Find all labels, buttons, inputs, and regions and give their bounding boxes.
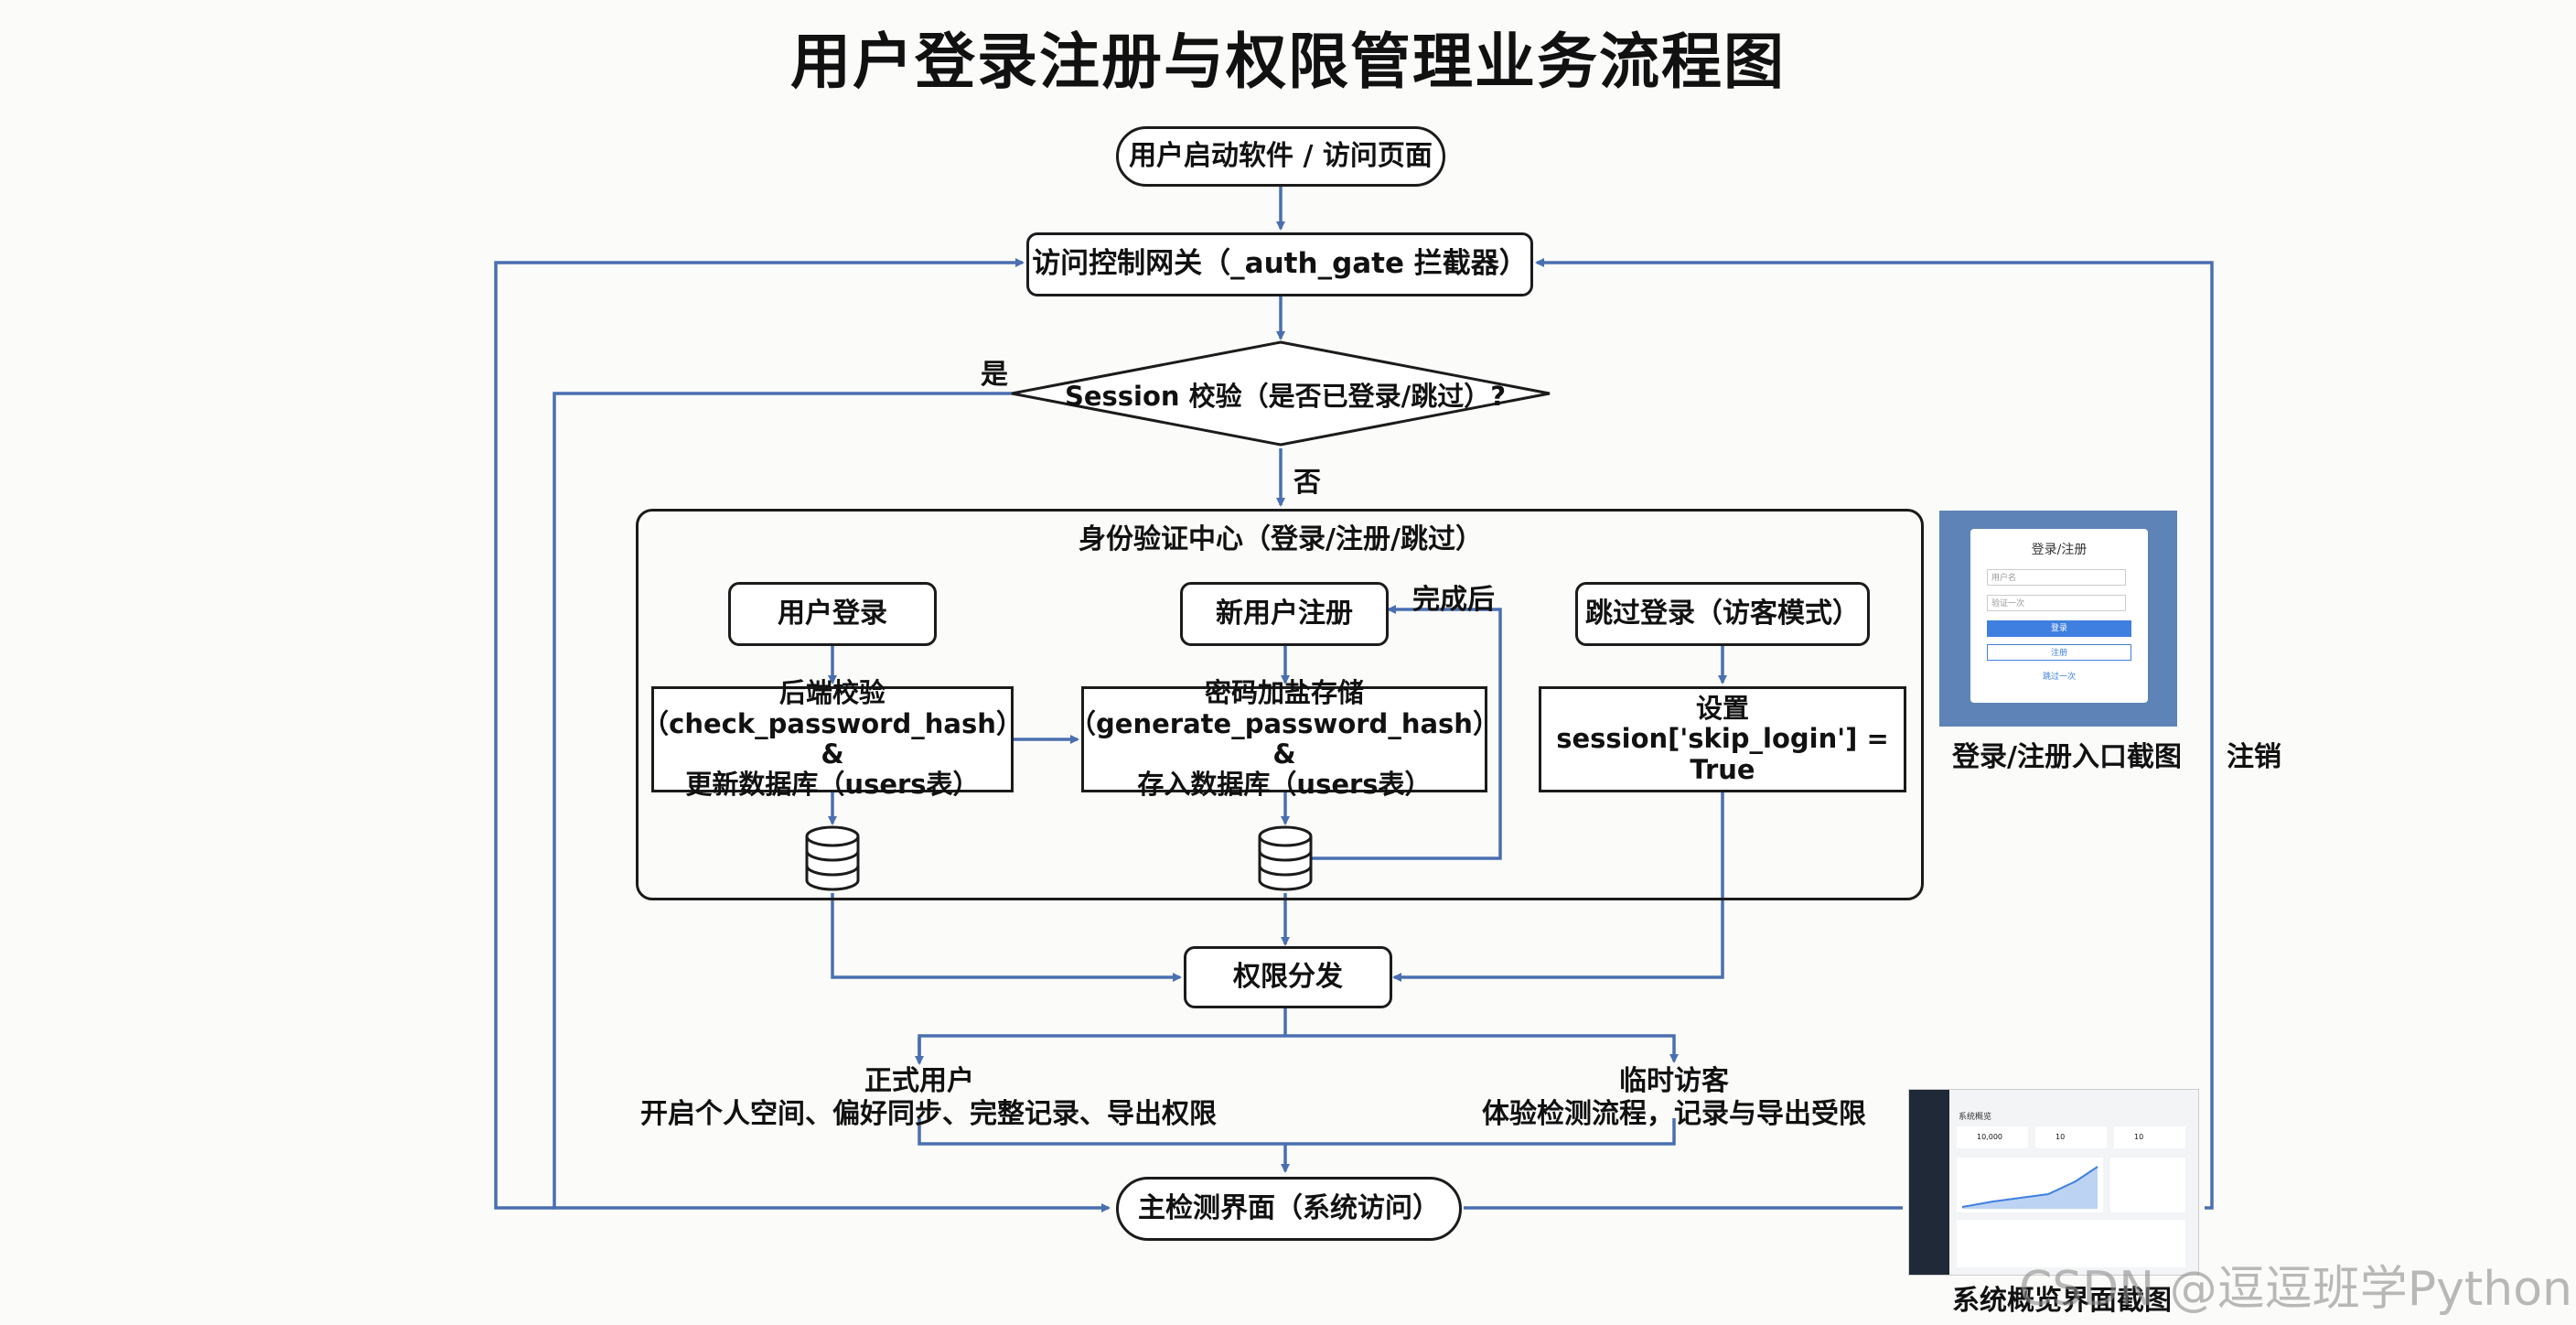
overview-stat-card: 10 [2114, 1126, 2185, 1148]
backend-verify-line2: （check_password_hash）& [642, 707, 1023, 770]
set-session-line2: session['skip_login'] = True [1556, 723, 1889, 785]
login-password-field: 验证一次 [1987, 595, 2126, 611]
main-ui-node: 主检测界面（系统访问） [1116, 1177, 1462, 1241]
stat-value: 10,000 [1977, 1133, 2002, 1141]
login-username-field: 用户名 [1987, 569, 2126, 586]
stat-value: 10 [2134, 1133, 2144, 1141]
stat-value: 10 [2055, 1133, 2066, 1141]
login-submit-button: 登录 [1987, 620, 2131, 637]
overview-side-panel [2110, 1158, 2185, 1212]
skip-node: 跳过登录（访客模式） [1575, 582, 1870, 646]
session-check-label: Session 校验（是否已登录/跳过）? [1064, 381, 1507, 412]
session-check-diamond [1011, 340, 1551, 447]
password-store-line3: 存入数据库（users表） [1137, 769, 1432, 801]
set-session-node: 设置 session['skip_login'] = True [1539, 686, 1906, 792]
password-store-line2: （generate_password_hash）& [1069, 707, 1499, 770]
overview-stat-card: 10,000 [1957, 1126, 2028, 1148]
register-node: 新用户注册 [1180, 582, 1389, 646]
password-store-line1: 密码加盐存储 [1204, 677, 1364, 709]
permission-node: 权限分发 [1184, 946, 1392, 1008]
database-icon [1258, 825, 1313, 891]
password-store-node: 密码加盐存储 （generate_password_hash）& 存入数据库（u… [1069, 677, 1499, 800]
login-node: 用户登录 [728, 582, 937, 646]
overview-table [1957, 1220, 2185, 1267]
overview-screenshot-caption: 系统概览界面截图 [1952, 1285, 2172, 1317]
login-screenshot: 登录/注册 用户名 验证一次 登录 注册 跳过一次 [1939, 511, 2177, 727]
yes-label: 是 [981, 359, 1008, 391]
temp-visitor-title: 临时访客 [1619, 1065, 1729, 1097]
formal-user-branch: 正式用户 开启个人空间、偏好同步、完整记录、导出权限 [640, 1065, 1217, 1131]
start-node: 用户启动软件 / 访问页面 [1116, 126, 1445, 187]
temp-visitor-desc: 体验检测流程，记录与导出受限 [1482, 1098, 1866, 1130]
login-card-heading: 登录/注册 [2031, 543, 2088, 557]
login-screenshot-caption: 登录/注册入口截图 [1952, 741, 2182, 773]
overview-header: 系统概览 [1959, 1113, 1992, 1122]
formal-user-title: 正式用户 [864, 1065, 974, 1097]
backend-verify-node: 后端校验 （check_password_hash）& 更新数据库（users表… [642, 677, 1023, 800]
login-register-button: 注册 [1987, 644, 2131, 661]
gateway-node: 访问控制网关（_auth_gate 拦截器） [1026, 232, 1533, 296]
overview-sidebar [1909, 1090, 1949, 1275]
no-label: 否 [1293, 467, 1321, 499]
overview-area-chart [1957, 1158, 2103, 1212]
login-card: 登录/注册 用户名 验证一次 登录 注册 跳过一次 [1970, 529, 2148, 703]
set-session-line1: 设置 [1695, 692, 1749, 724]
watermark: CSDN @逗逗班学Python [2018, 1262, 2572, 1317]
overview-screenshot: 系统概览 10,000 10 10 [1908, 1089, 2199, 1276]
temp-visitor-branch: 临时访客 体验检测流程，记录与导出受限 [1445, 1065, 1903, 1131]
auth-center-title: 身份验证中心（登录/注册/跳过） [1079, 523, 1483, 555]
page-title: 用户登录注册与权限管理业务流程图 [790, 27, 1786, 97]
backend-verify-line3: 更新数据库（users表） [685, 769, 980, 801]
auth-center-group [636, 509, 1924, 900]
formal-user-desc: 开启个人空间、偏好同步、完整记录、导出权限 [640, 1098, 1217, 1130]
connector-lines [494, 187, 2214, 1212]
backend-verify-line1: 后端校验 [778, 677, 886, 709]
database-icon [805, 825, 860, 891]
logout-label: 注销 [2227, 741, 2281, 773]
login-skip-link: 跳过一次 [2042, 673, 2076, 682]
after-complete-label: 完成后 [1412, 584, 1495, 616]
overview-stat-card: 10 [2035, 1126, 2107, 1148]
